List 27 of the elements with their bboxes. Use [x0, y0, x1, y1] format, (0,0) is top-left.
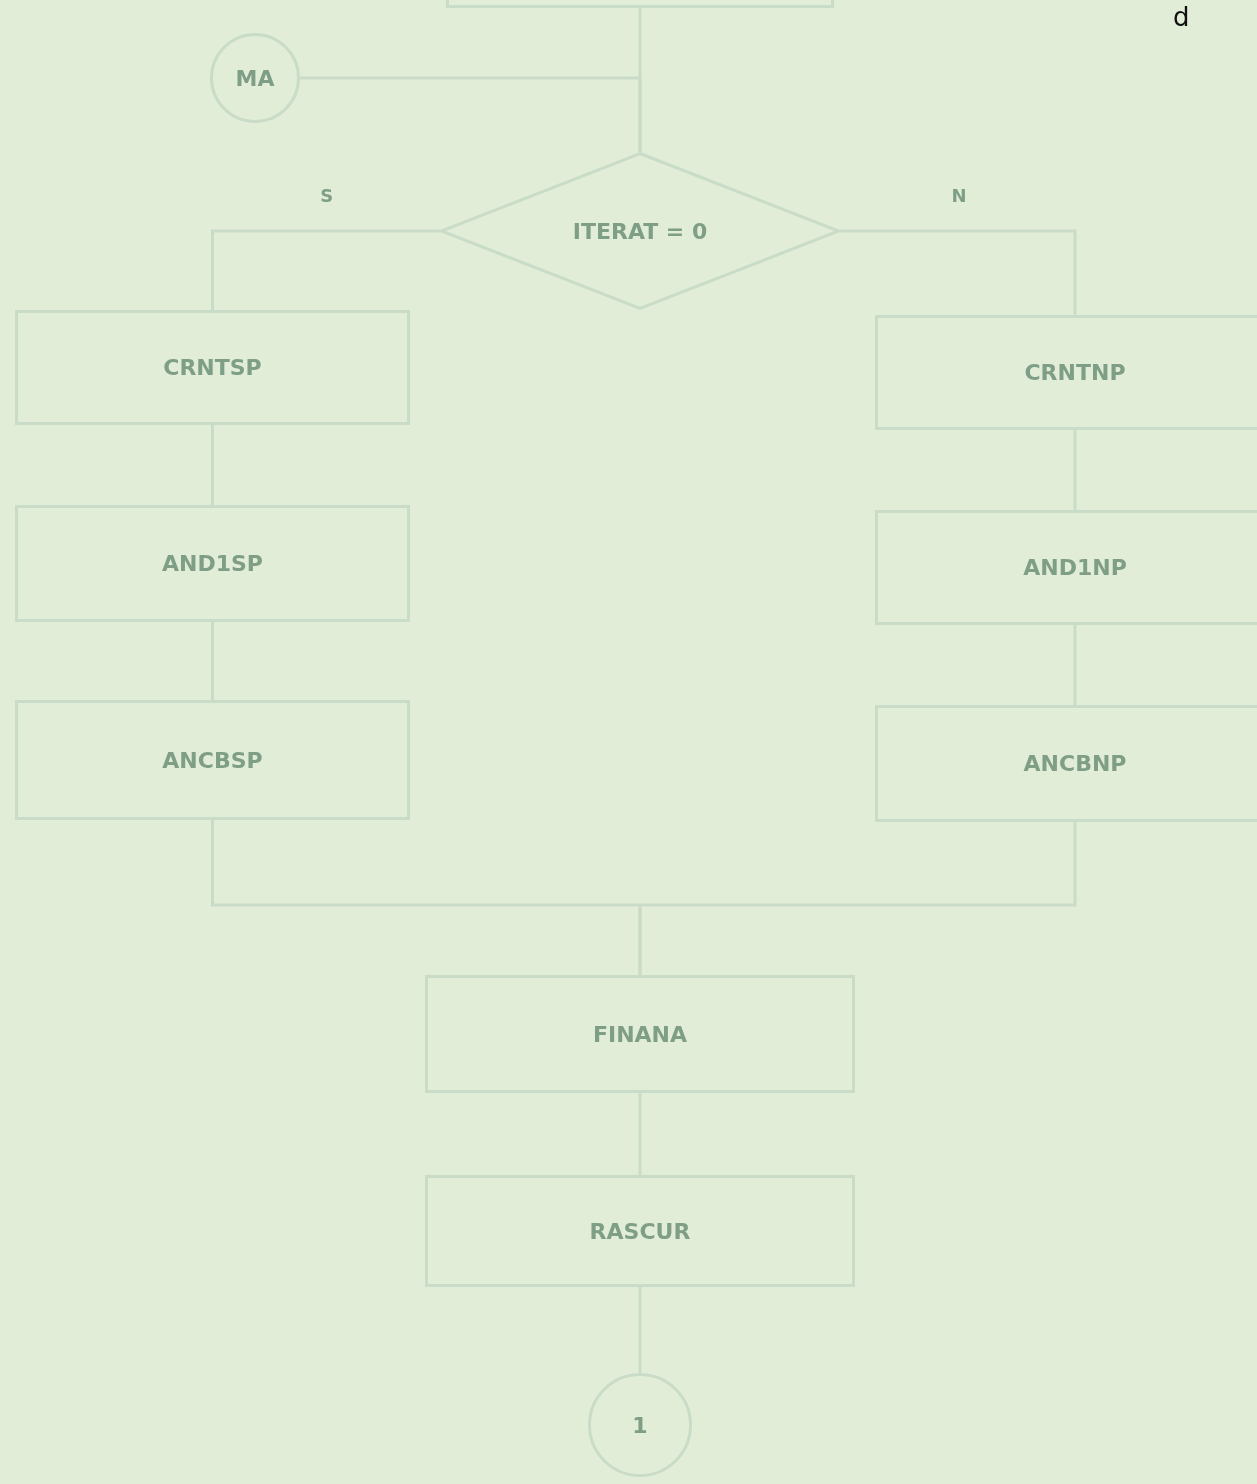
connector-circle — [210, 33, 300, 123]
node-label: CRNTSP — [163, 355, 262, 380]
connector-line — [840, 229, 1077, 315]
process-box — [875, 510, 1257, 625]
process-box — [875, 315, 1257, 430]
process-box — [875, 705, 1257, 822]
node-label: CRNTNP — [1024, 360, 1126, 385]
node-label: AND1NP — [1023, 555, 1127, 580]
node-label: 1 — [632, 1412, 648, 1438]
process-box — [425, 1175, 855, 1287]
node-label: MA — [235, 65, 275, 91]
process-box — [425, 975, 855, 1093]
node-label: ITERAT = 0 — [572, 218, 708, 244]
page-letter: d — [1173, 2, 1190, 32]
connector-circle — [588, 1373, 692, 1477]
decision-diamond — [440, 152, 840, 310]
node-label: ANCBSP — [162, 747, 263, 773]
connector-line — [300, 76, 642, 152]
connector-line — [638, 822, 1077, 975]
process-box — [15, 505, 410, 622]
node-label: FINANA — [592, 1021, 688, 1047]
node-label: ANCBNP — [1023, 751, 1127, 776]
node-label: AND1SP — [162, 551, 263, 576]
process-box — [15, 700, 410, 820]
process-box — [15, 310, 410, 425]
connector-line — [211, 229, 440, 310]
node-label: RASCUR — [589, 1218, 691, 1244]
